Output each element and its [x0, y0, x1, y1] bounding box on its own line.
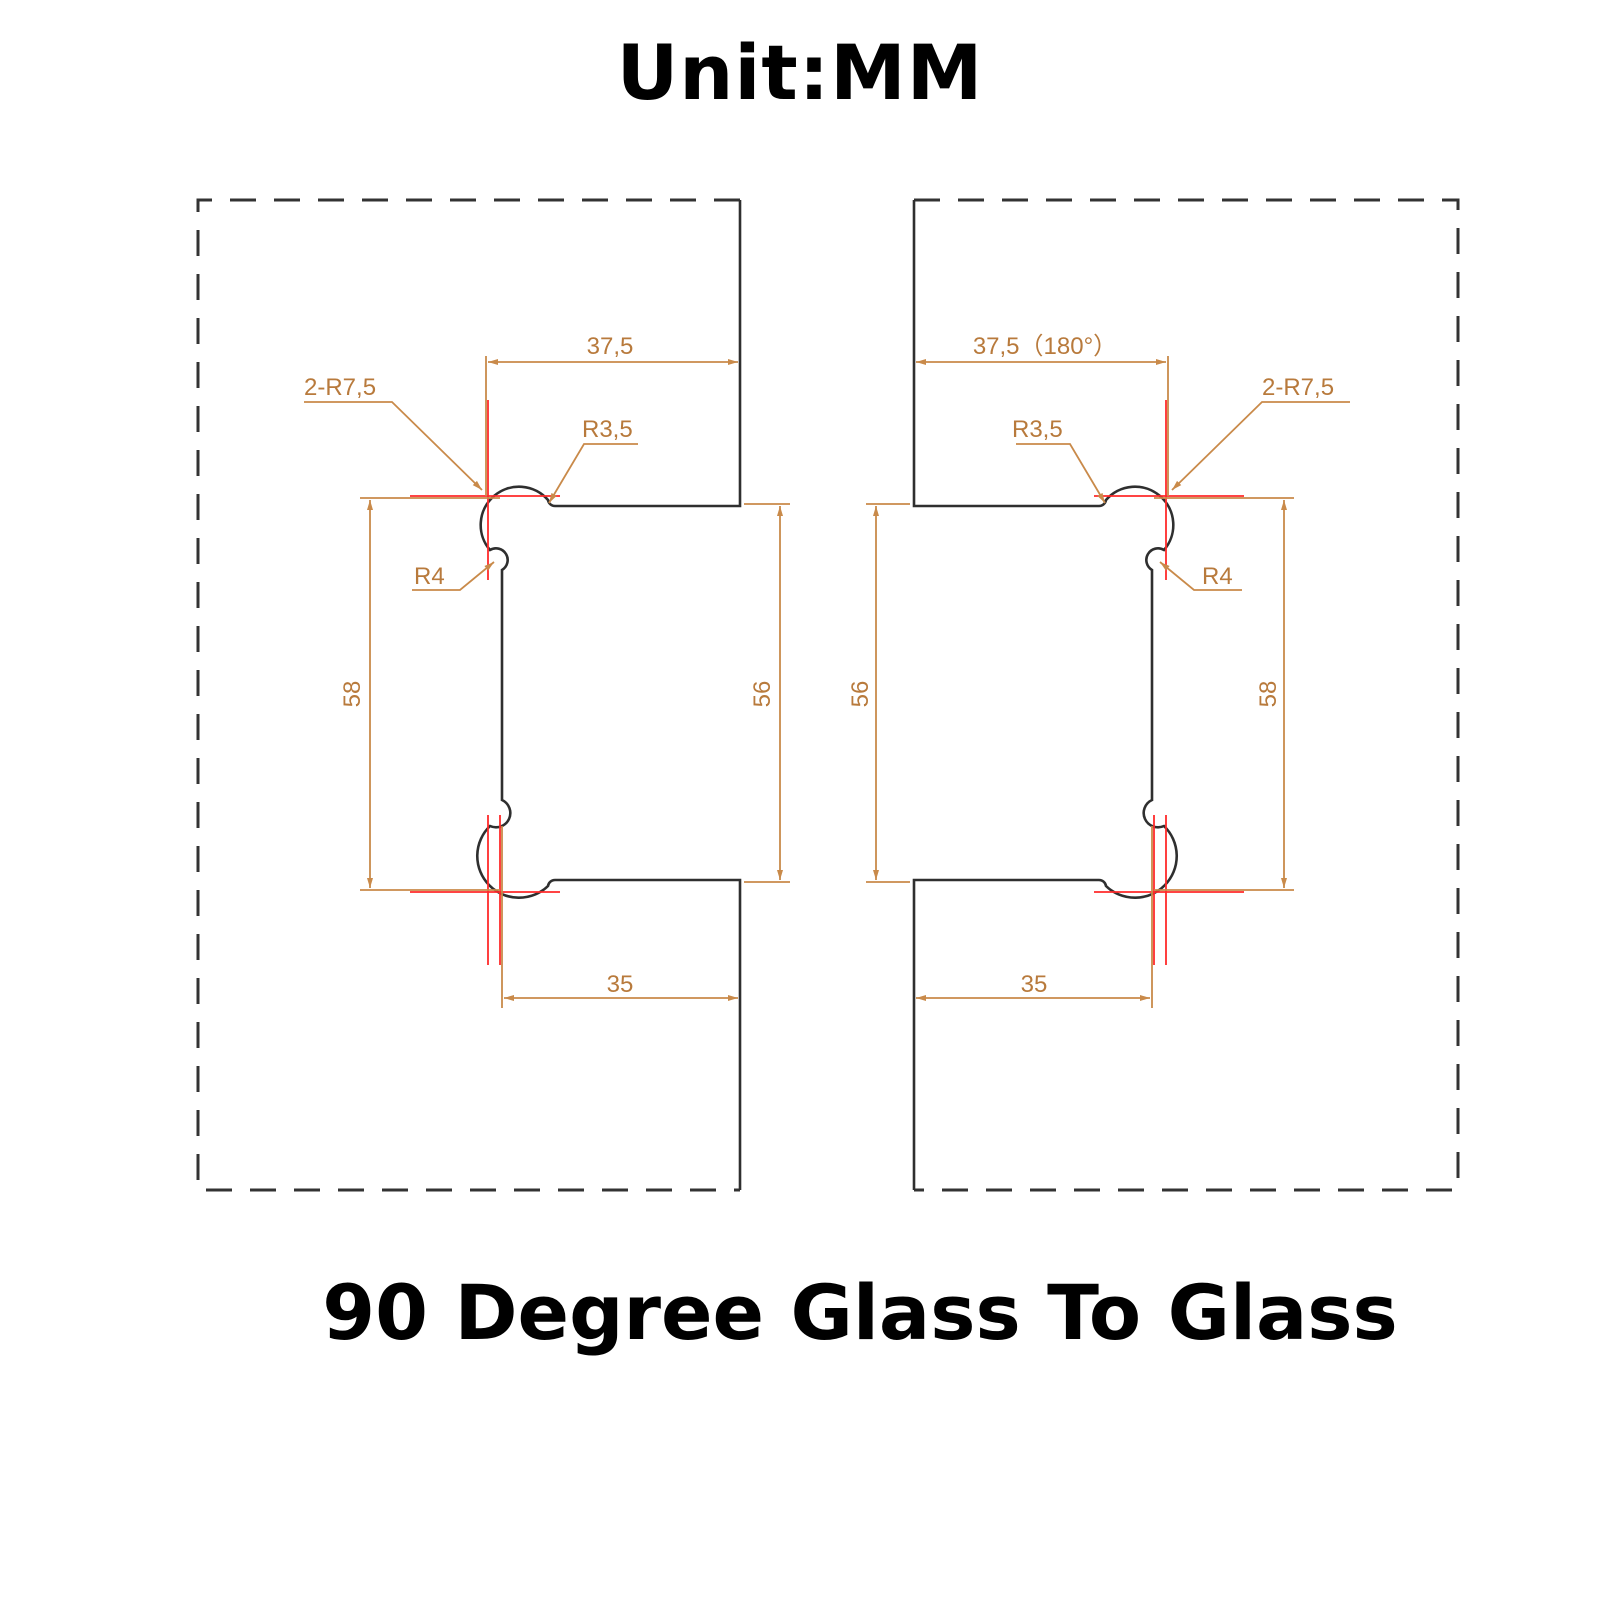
left-drawing: 37,5 35 58 56 2-R7,5 R3,5 R4: [196, 198, 790, 1192]
right-dim-top: [916, 356, 1169, 496]
left-radius-corner-label: R3,5: [582, 416, 633, 443]
left-leader-r35: [548, 443, 638, 504]
right-dim-height-outer-label: 58: [1255, 681, 1282, 708]
right-glass-outline: [914, 198, 1460, 1192]
right-hinge-cutout: [912, 200, 1178, 1190]
left-leader-2r75: [304, 401, 483, 491]
left-radius-large-label: 2-R7,5: [304, 374, 376, 401]
left-dim-height-inner: [744, 503, 790, 883]
left-glass-outline: [196, 198, 740, 1192]
left-dim-bottom: [501, 826, 738, 1008]
right-dim-height-outer: [1154, 497, 1294, 891]
right-leader-2r75: [1171, 401, 1350, 491]
right-radius-corner-label: R3,5: [1012, 416, 1063, 443]
left-dim-height-outer: [360, 497, 500, 891]
right-dim-top-label: 37,5（180°）: [973, 333, 1117, 360]
right-radius-inner-label: R4: [1202, 563, 1233, 590]
right-dim-height-inner: [866, 503, 910, 883]
left-dim-top: [485, 356, 738, 496]
right-dim-bottom-label: 35: [1021, 971, 1048, 998]
left-hinge-cutout: [476, 200, 742, 1190]
left-dim-top-label: 37,5: [587, 333, 634, 360]
right-drawing: 37,5（180°） 35 58 56 2-R7,5 R3,5 R4: [847, 198, 1460, 1192]
left-dim-height-inner-label: 56: [749, 681, 776, 708]
right-dim-height-inner-label: 56: [847, 681, 874, 708]
caption: 90 Degree Glass To Glass: [322, 1268, 1398, 1357]
right-leader-r35: [1016, 443, 1106, 504]
unit-title: Unit:MM: [616, 28, 984, 117]
right-dim-bottom: [916, 826, 1153, 1008]
right-leader-r4: [1159, 561, 1242, 591]
left-dim-bottom-label: 35: [607, 971, 634, 998]
left-leader-r4: [412, 561, 495, 591]
left-dim-height-outer-label: 58: [339, 681, 366, 708]
left-radius-inner-label: R4: [414, 563, 445, 590]
right-radius-large-label: 2-R7,5: [1262, 374, 1334, 401]
